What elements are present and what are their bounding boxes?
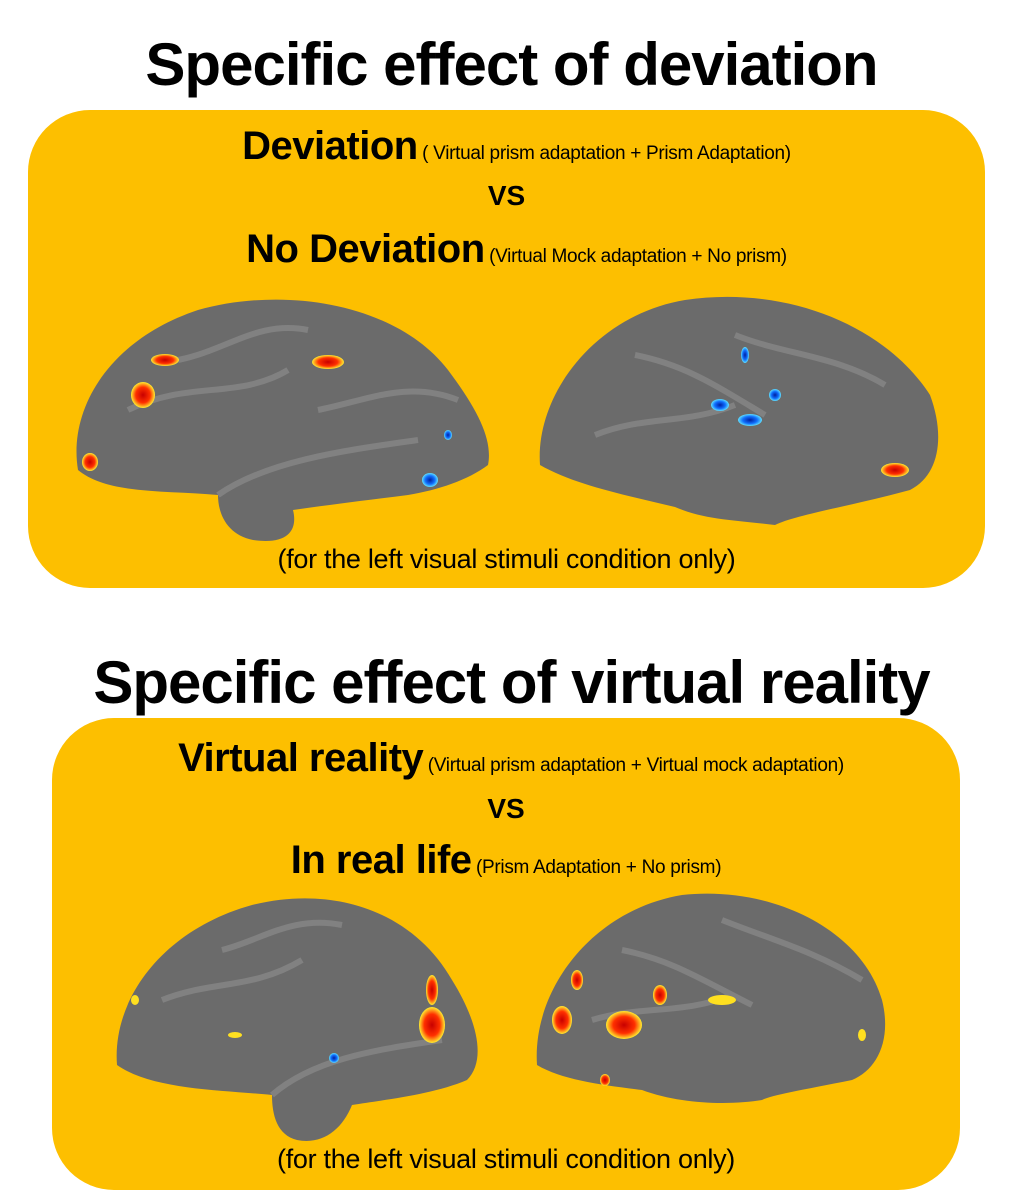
condition-a-label: Deviation — [242, 124, 418, 168]
panel-deviation: Deviation ( Virtual prism adaptation + P… — [28, 110, 985, 588]
condition-a-detail: (Virtual prism adaptation + Virtual mock… — [427, 755, 844, 776]
section-title-deviation: Specific effect of deviation — [145, 31, 878, 98]
caption: (for the left visual stimuli condition o… — [277, 1144, 735, 1174]
right-hemisphere-brain — [536, 893, 886, 1103]
condition-a-row: Deviation ( Virtual prism adaptation + P… — [28, 124, 985, 169]
condition-b-detail: (Virtual Mock adaptation + No prism) — [489, 246, 787, 267]
condition-b-row: No Deviation (Virtual Mock adaptation + … — [28, 227, 985, 272]
condition-b-label: No Deviation — [246, 227, 485, 271]
vs-label: VS — [487, 793, 525, 824]
vs-label: VS — [487, 180, 526, 211]
caption: (for the left visual stimuli condition o… — [277, 544, 736, 574]
left-hemisphere-brain — [116, 898, 478, 1141]
section-title-virtual-reality: Specific effect of virtual reality — [93, 649, 930, 716]
left-hemisphere-brain — [76, 299, 489, 541]
condition-b-row: In real life (Prism Adaptation + No pris… — [52, 838, 960, 883]
condition-a-detail: ( Virtual prism adaptation + Prism Adapt… — [422, 143, 791, 164]
panel-virtual-reality: Virtual reality (Virtual prism adaptatio… — [52, 718, 960, 1190]
condition-a-label: Virtual reality — [178, 736, 424, 780]
right-hemisphere-brain — [539, 296, 939, 525]
condition-a-row: Virtual reality (Virtual prism adaptatio… — [52, 736, 960, 781]
condition-b-label: In real life — [290, 838, 472, 882]
condition-b-detail: (Prism Adaptation + No prism) — [475, 857, 722, 878]
